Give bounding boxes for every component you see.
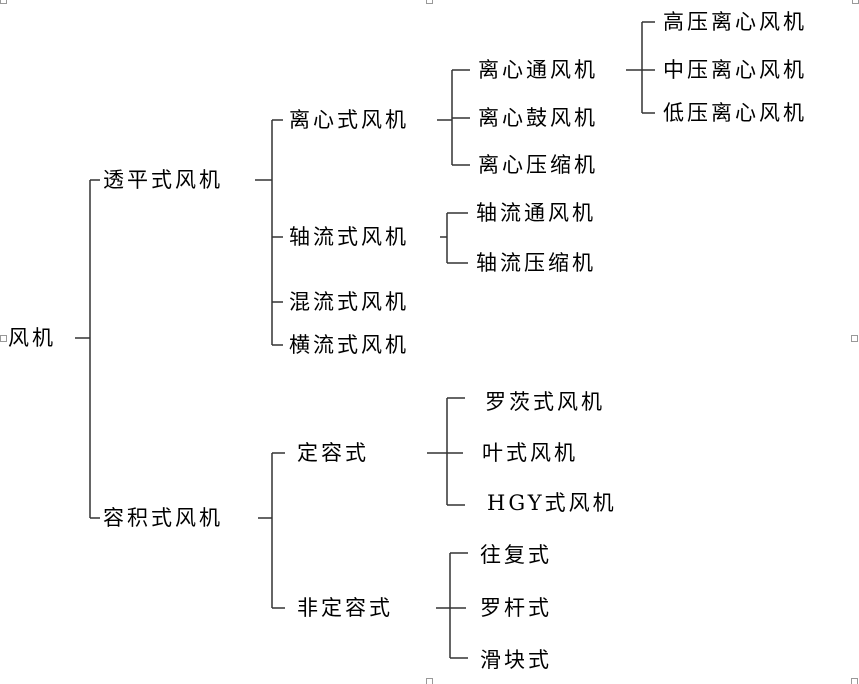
- corner-marker: [851, 335, 858, 342]
- corner-marker: [426, 678, 433, 684]
- node-medium-pressure-fan: 中压离心风机: [663, 58, 807, 82]
- node-turbo-fan: 透平式风机: [103, 168, 223, 192]
- node-root: 风机: [8, 326, 56, 350]
- node-centrifugal-blower: 离心鼓风机: [478, 106, 598, 130]
- corner-marker: [426, 0, 433, 4]
- node-axial-ventilator: 轴流通风机: [476, 201, 596, 225]
- corner-marker: [0, 335, 7, 342]
- node-fixed-volume: 定容式: [297, 441, 369, 465]
- corner-marker: [852, 0, 859, 4]
- node-centrifugal-ventilator: 离心通风机: [478, 58, 598, 82]
- node-cross-flow-fan: 横流式风机: [289, 333, 409, 357]
- node-roots-fan: 罗茨式风机: [485, 390, 605, 414]
- node-centrifugal-compressor: 离心压缩机: [478, 153, 598, 177]
- corner-marker: [0, 0, 7, 4]
- node-low-pressure-fan: 低压离心风机: [663, 101, 807, 125]
- node-screw: 罗杆式: [480, 596, 552, 620]
- node-hgy-fan: HGY式风机: [487, 491, 617, 515]
- node-volumetric-fan: 容积式风机: [103, 506, 223, 530]
- node-mixed-flow-fan: 混流式风机: [289, 290, 409, 314]
- node-variable-volume: 非定容式: [297, 596, 393, 620]
- node-reciprocating: 往复式: [480, 543, 552, 567]
- node-centrifugal-fan: 离心式风机: [289, 108, 409, 132]
- node-sliding-block: 滑块式: [480, 648, 552, 672]
- node-axial-compressor: 轴流压缩机: [476, 251, 596, 275]
- corner-marker: [851, 678, 858, 684]
- node-axial-fan: 轴流式风机: [289, 225, 409, 249]
- node-vane-fan: 叶式风机: [482, 441, 578, 465]
- node-high-pressure-fan: 高压离心风机: [663, 10, 807, 34]
